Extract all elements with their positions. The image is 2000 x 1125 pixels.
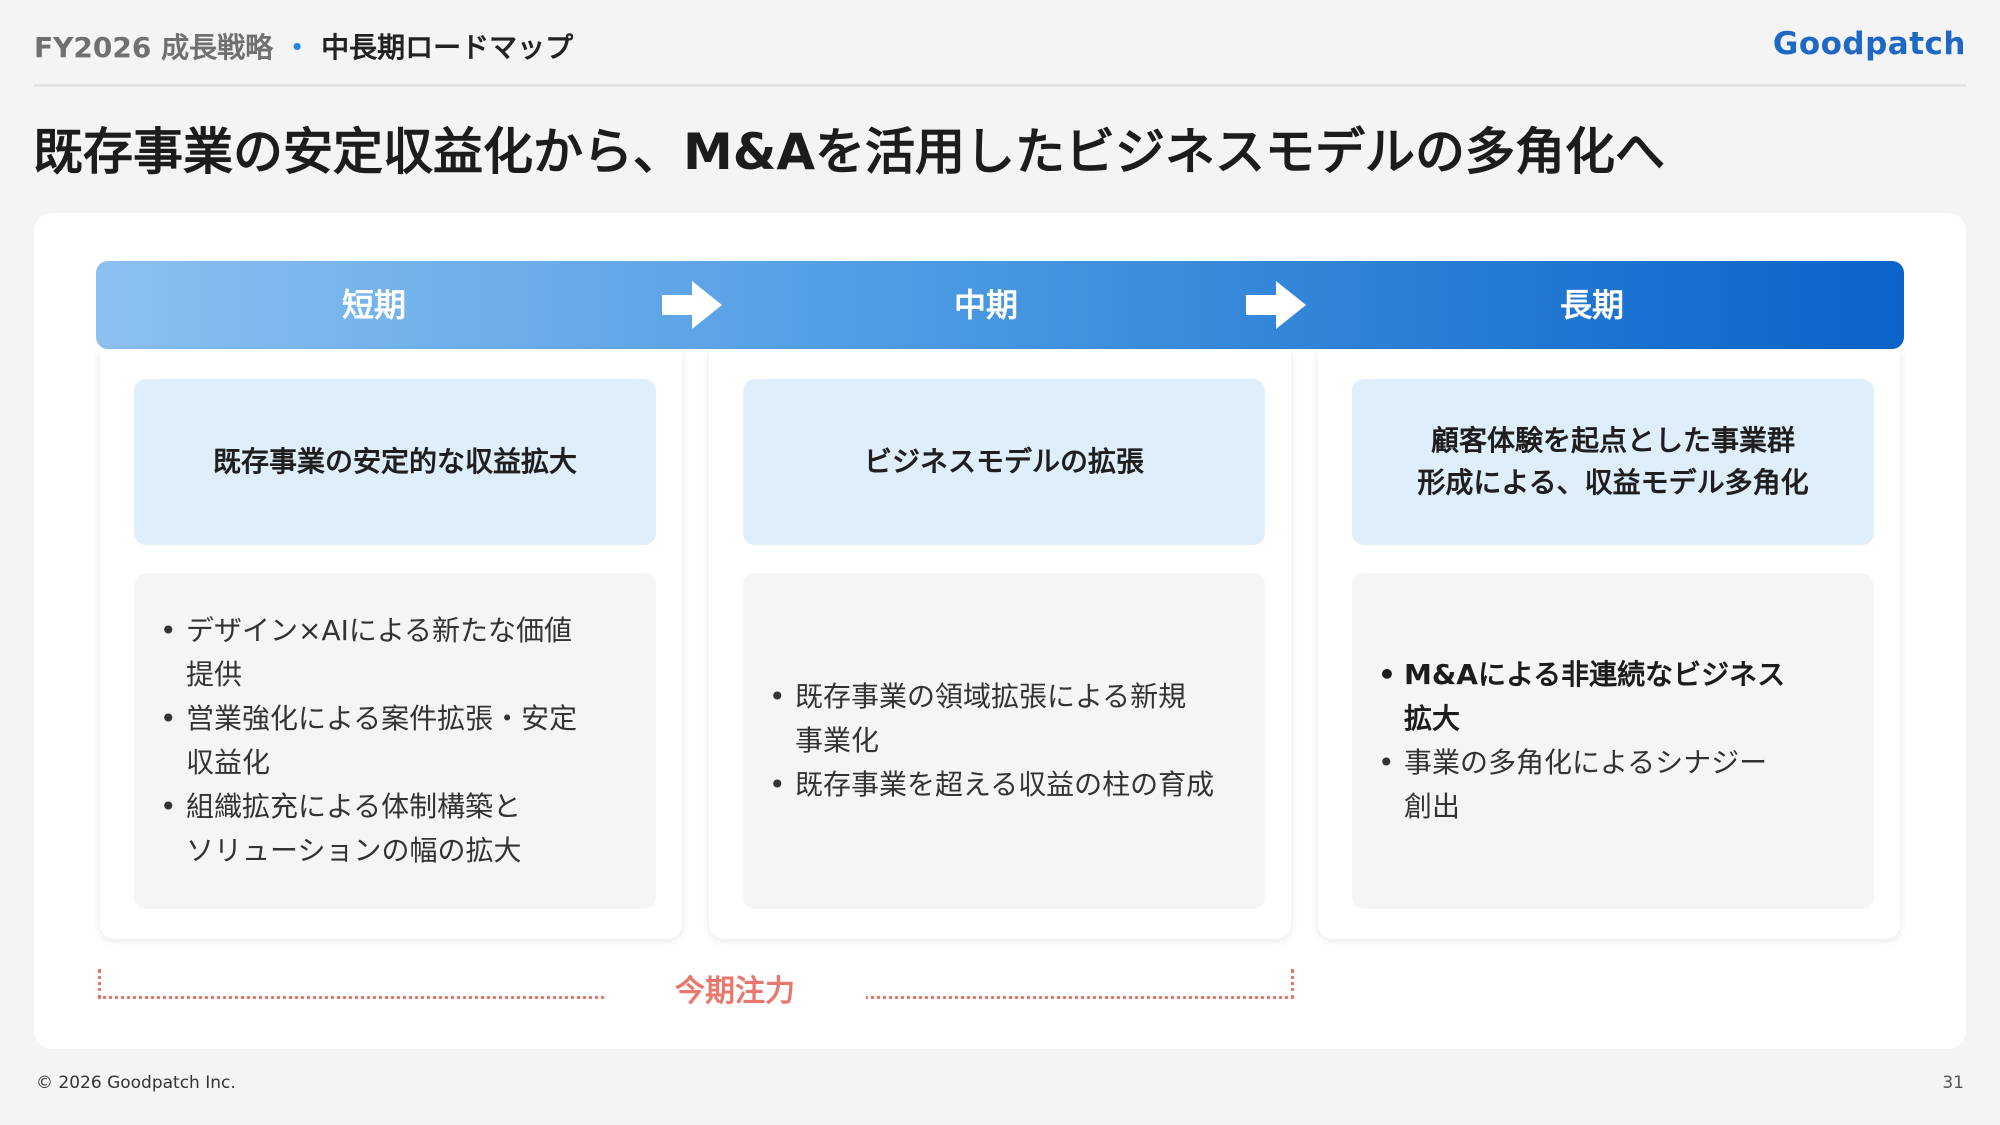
phase-goal-text: ビジネスモデルの拡張 <box>863 445 1144 478</box>
phase-label-long: 長期 <box>1559 286 1624 324</box>
phase-banner: 短期 中期 長期 <box>96 261 1904 349</box>
list-item: 組織拡充による体制構築と ソリューションの幅の拡大 <box>160 785 632 873</box>
phase-details: 既存事業の領域拡張による新規 事業化 既存事業を超える収益の柱の育成 <box>743 573 1265 909</box>
phase-goal: ビジネスモデルの拡張 <box>743 379 1265 545</box>
list-item: デザイン×AIによる新たな価値 提供 <box>160 609 632 697</box>
phase-goal: 既存事業の安定的な収益拡大 <box>134 379 656 545</box>
roadmap-panel: 短期 中期 長期 既存事業の安定的な収益拡大 デザイン×AIによる新たな価値 提… <box>34 213 1966 1049</box>
phase-label-short: 短期 <box>341 286 406 324</box>
page-number: 31 <box>1942 1073 1964 1093</box>
focus-label: 今期注力 <box>604 967 866 1017</box>
breadcrumb: FY2026 成長戦略・中長期ロードマップ <box>34 26 573 66</box>
breadcrumb-section: FY2026 成長戦略 <box>34 31 274 64</box>
list-item: 営業強化による案件拡張・安定 収益化 <box>160 697 632 785</box>
copyright: © 2026 Goodpatch Inc. <box>36 1073 236 1093</box>
arrow-right-icon <box>662 281 724 329</box>
phase-goal: 顧客体験を起点とした事業群 形成による、収益モデル多角化 <box>1352 379 1874 545</box>
breadcrumb-separator: ・ <box>283 31 312 64</box>
list-item: 既存事業を超える収益の柱の育成 <box>769 763 1241 807</box>
slide-header: FY2026 成長戦略・中長期ロードマップ Goodpatch <box>34 26 1966 87</box>
phase-label-mid: 中期 <box>953 286 1018 324</box>
page-title: 既存事業の安定収益化から、M&Aを活用したビジネスモデルの多角化へ <box>33 123 1666 181</box>
list-item: 事業の多角化によるシナジー 創出 <box>1378 741 1850 829</box>
breadcrumb-current: 中長期ロードマップ <box>321 31 574 64</box>
phase-goal-text: 顧客体験を起点とした事業群 形成による、収益モデル多角化 <box>1417 424 1809 499</box>
phase-column-short: 既存事業の安定的な収益拡大 デザイン×AIによる新たな価値 提供 営業強化による… <box>100 349 682 939</box>
phase-goal-text: 既存事業の安定的な収益拡大 <box>212 445 577 478</box>
arrow-right-icon <box>1246 281 1308 329</box>
phase-column-long: 顧客体験を起点とした事業群 形成による、収益モデル多角化 M&Aによる非連続なビ… <box>1318 349 1900 939</box>
phase-details: デザイン×AIによる新たな価値 提供 営業強化による案件拡張・安定 収益化 組織… <box>134 573 656 909</box>
list-item: 既存事業の領域拡張による新規 事業化 <box>769 675 1241 763</box>
list-item: M&Aによる非連続なビジネス 拡大 <box>1378 653 1850 741</box>
phase-column-mid: ビジネスモデルの拡張 既存事業の領域拡張による新規 事業化 既存事業を超える収益… <box>709 349 1291 939</box>
phase-details: M&Aによる非連続なビジネス 拡大 事業の多角化によるシナジー 創出 <box>1352 573 1874 909</box>
company-logo: Goodpatch <box>1772 26 1966 62</box>
